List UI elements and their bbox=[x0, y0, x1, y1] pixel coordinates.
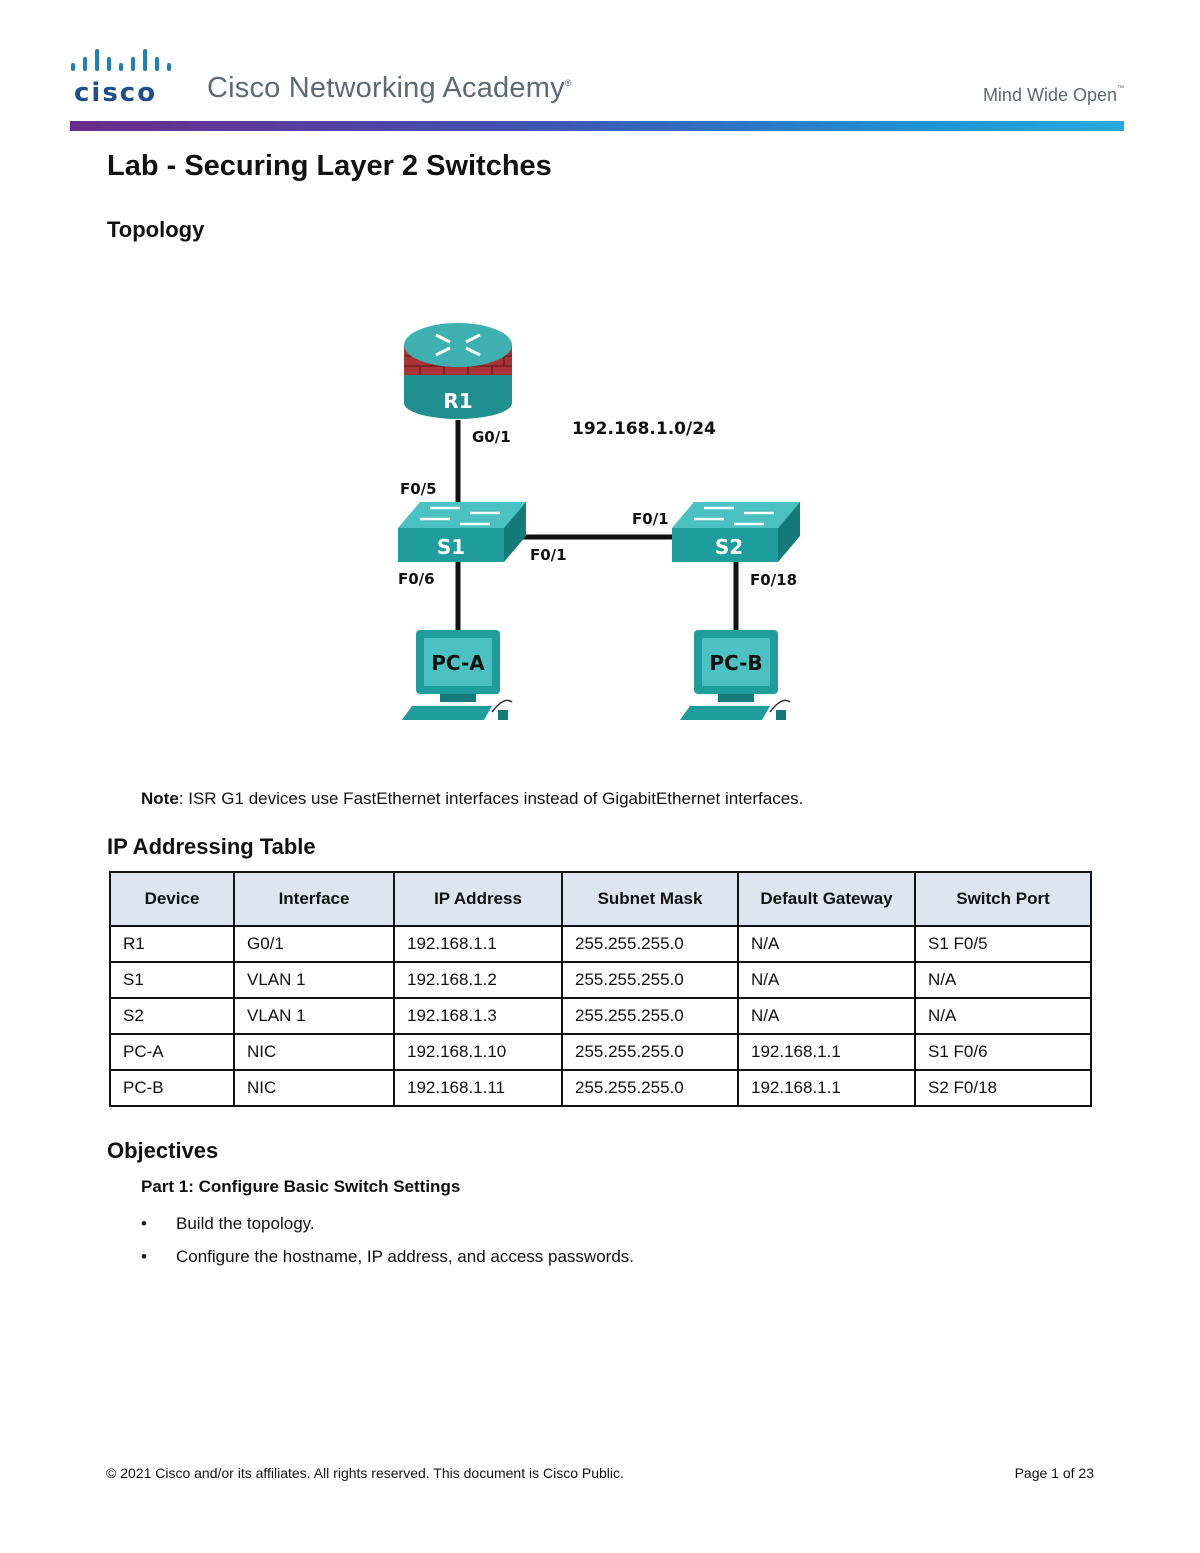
column-header: Default Gateway bbox=[738, 872, 915, 926]
column-header: Interface bbox=[234, 872, 394, 926]
ip-addressing-table: Device Interface IP Address Subnet Mask … bbox=[109, 871, 1092, 1107]
table-cell: S2 F0/18 bbox=[915, 1070, 1091, 1106]
label-network: 192.168.1.0/24 bbox=[572, 419, 716, 439]
label-s1-f06: F0/6 bbox=[398, 570, 435, 588]
table-cell: 255.255.255.0 bbox=[562, 1034, 738, 1070]
list-item: •Configure the hostname, IP address, and… bbox=[141, 1247, 634, 1267]
switch-s1-icon: S1 bbox=[398, 502, 526, 562]
list-item: •Build the topology. bbox=[141, 1214, 315, 1234]
table-cell: G0/1 bbox=[234, 926, 394, 962]
topology-heading: Topology bbox=[107, 217, 204, 243]
footer-page-number: Page 1 of 23 bbox=[1015, 1465, 1094, 1481]
table-cell: 192.168.1.1 bbox=[738, 1070, 915, 1106]
table-cell: N/A bbox=[738, 926, 915, 962]
bullet-icon: • bbox=[141, 1214, 176, 1234]
svg-text:cisco: cisco bbox=[74, 78, 157, 104]
bullet-icon: • bbox=[141, 1247, 176, 1267]
router-r1-icon: R1 bbox=[404, 323, 512, 419]
table-row: PC-A NIC 192.168.1.10 255.255.255.0 192.… bbox=[110, 1034, 1091, 1070]
table-cell: NIC bbox=[234, 1034, 394, 1070]
svg-text:PC-A: PC-A bbox=[431, 651, 485, 675]
document-title: Lab - Securing Layer 2 Switches bbox=[107, 150, 552, 183]
objectives-heading: Objectives bbox=[107, 1138, 218, 1164]
switch-s2-icon: S2 bbox=[672, 502, 800, 562]
table-row: PC-B NIC 192.168.1.11 255.255.255.0 192.… bbox=[110, 1070, 1091, 1106]
note-text: Note: ISR G1 devices use FastEthernet in… bbox=[141, 789, 803, 809]
table-cell: N/A bbox=[915, 962, 1091, 998]
table-cell: R1 bbox=[110, 926, 234, 962]
topology-diagram: R1 S1 S2 PC-A bbox=[380, 300, 840, 740]
column-header: Switch Port bbox=[915, 872, 1091, 926]
table-cell: S2 bbox=[110, 998, 234, 1034]
svg-text:R1: R1 bbox=[443, 389, 472, 413]
column-header: Device bbox=[110, 872, 234, 926]
label-s1-f01: F0/1 bbox=[530, 546, 567, 564]
table-cell: 192.168.1.2 bbox=[394, 962, 562, 998]
table-cell: 192.168.1.1 bbox=[738, 1034, 915, 1070]
pc-a-icon: PC-A bbox=[402, 630, 512, 720]
table-row: S1 VLAN 1 192.168.1.2 255.255.255.0 N/A … bbox=[110, 962, 1091, 998]
table-cell: N/A bbox=[738, 998, 915, 1034]
svg-text:S2: S2 bbox=[715, 535, 743, 559]
table-cell: PC-A bbox=[110, 1034, 234, 1070]
table-cell: 192.168.1.3 bbox=[394, 998, 562, 1034]
table-cell: S1 F0/6 bbox=[915, 1034, 1091, 1070]
table-cell: VLAN 1 bbox=[234, 998, 394, 1034]
svg-text:S1: S1 bbox=[437, 535, 465, 559]
table-cell: PC-B bbox=[110, 1070, 234, 1106]
label-s2-f01: F0/1 bbox=[632, 510, 669, 528]
column-header: IP Address bbox=[394, 872, 562, 926]
table-cell: 255.255.255.0 bbox=[562, 926, 738, 962]
table-row: S2 VLAN 1 192.168.1.3 255.255.255.0 N/A … bbox=[110, 998, 1091, 1034]
table-cell: N/A bbox=[915, 998, 1091, 1034]
cisco-logo: cisco bbox=[70, 44, 180, 104]
brand-title: Cisco Networking Academy® bbox=[207, 72, 572, 105]
label-s1-f05: F0/5 bbox=[400, 480, 437, 498]
table-cell: NIC bbox=[234, 1070, 394, 1106]
table-cell: VLAN 1 bbox=[234, 962, 394, 998]
table-cell: 255.255.255.0 bbox=[562, 962, 738, 998]
pc-b-icon: PC-B bbox=[680, 630, 790, 720]
note-body: : ISR G1 devices use FastEthernet interf… bbox=[179, 789, 804, 808]
table-header-row: Device Interface IP Address Subnet Mask … bbox=[110, 872, 1091, 926]
ip-table-heading: IP Addressing Table bbox=[107, 834, 316, 860]
svg-text:PC-B: PC-B bbox=[709, 651, 762, 675]
label-r1-g01: G0/1 bbox=[472, 428, 511, 446]
table-cell: N/A bbox=[738, 962, 915, 998]
table-cell: 192.168.1.1 bbox=[394, 926, 562, 962]
part1-heading: Part 1: Configure Basic Switch Settings bbox=[141, 1177, 460, 1197]
footer-copyright: © 2021 Cisco and/or its affiliates. All … bbox=[106, 1465, 624, 1481]
note-label: Note bbox=[141, 789, 179, 808]
label-s2-f018: F0/18 bbox=[750, 571, 797, 589]
table-cell: S1 F0/5 bbox=[915, 926, 1091, 962]
header-gradient-bar bbox=[70, 121, 1124, 131]
table-cell: 255.255.255.0 bbox=[562, 998, 738, 1034]
table-cell: S1 bbox=[110, 962, 234, 998]
table-cell: 192.168.1.10 bbox=[394, 1034, 562, 1070]
table-row: R1 G0/1 192.168.1.1 255.255.255.0 N/A S1… bbox=[110, 926, 1091, 962]
tagline: Mind Wide Open™ bbox=[983, 85, 1124, 106]
column-header: Subnet Mask bbox=[562, 872, 738, 926]
table-cell: 255.255.255.0 bbox=[562, 1070, 738, 1106]
table-cell: 192.168.1.11 bbox=[394, 1070, 562, 1106]
